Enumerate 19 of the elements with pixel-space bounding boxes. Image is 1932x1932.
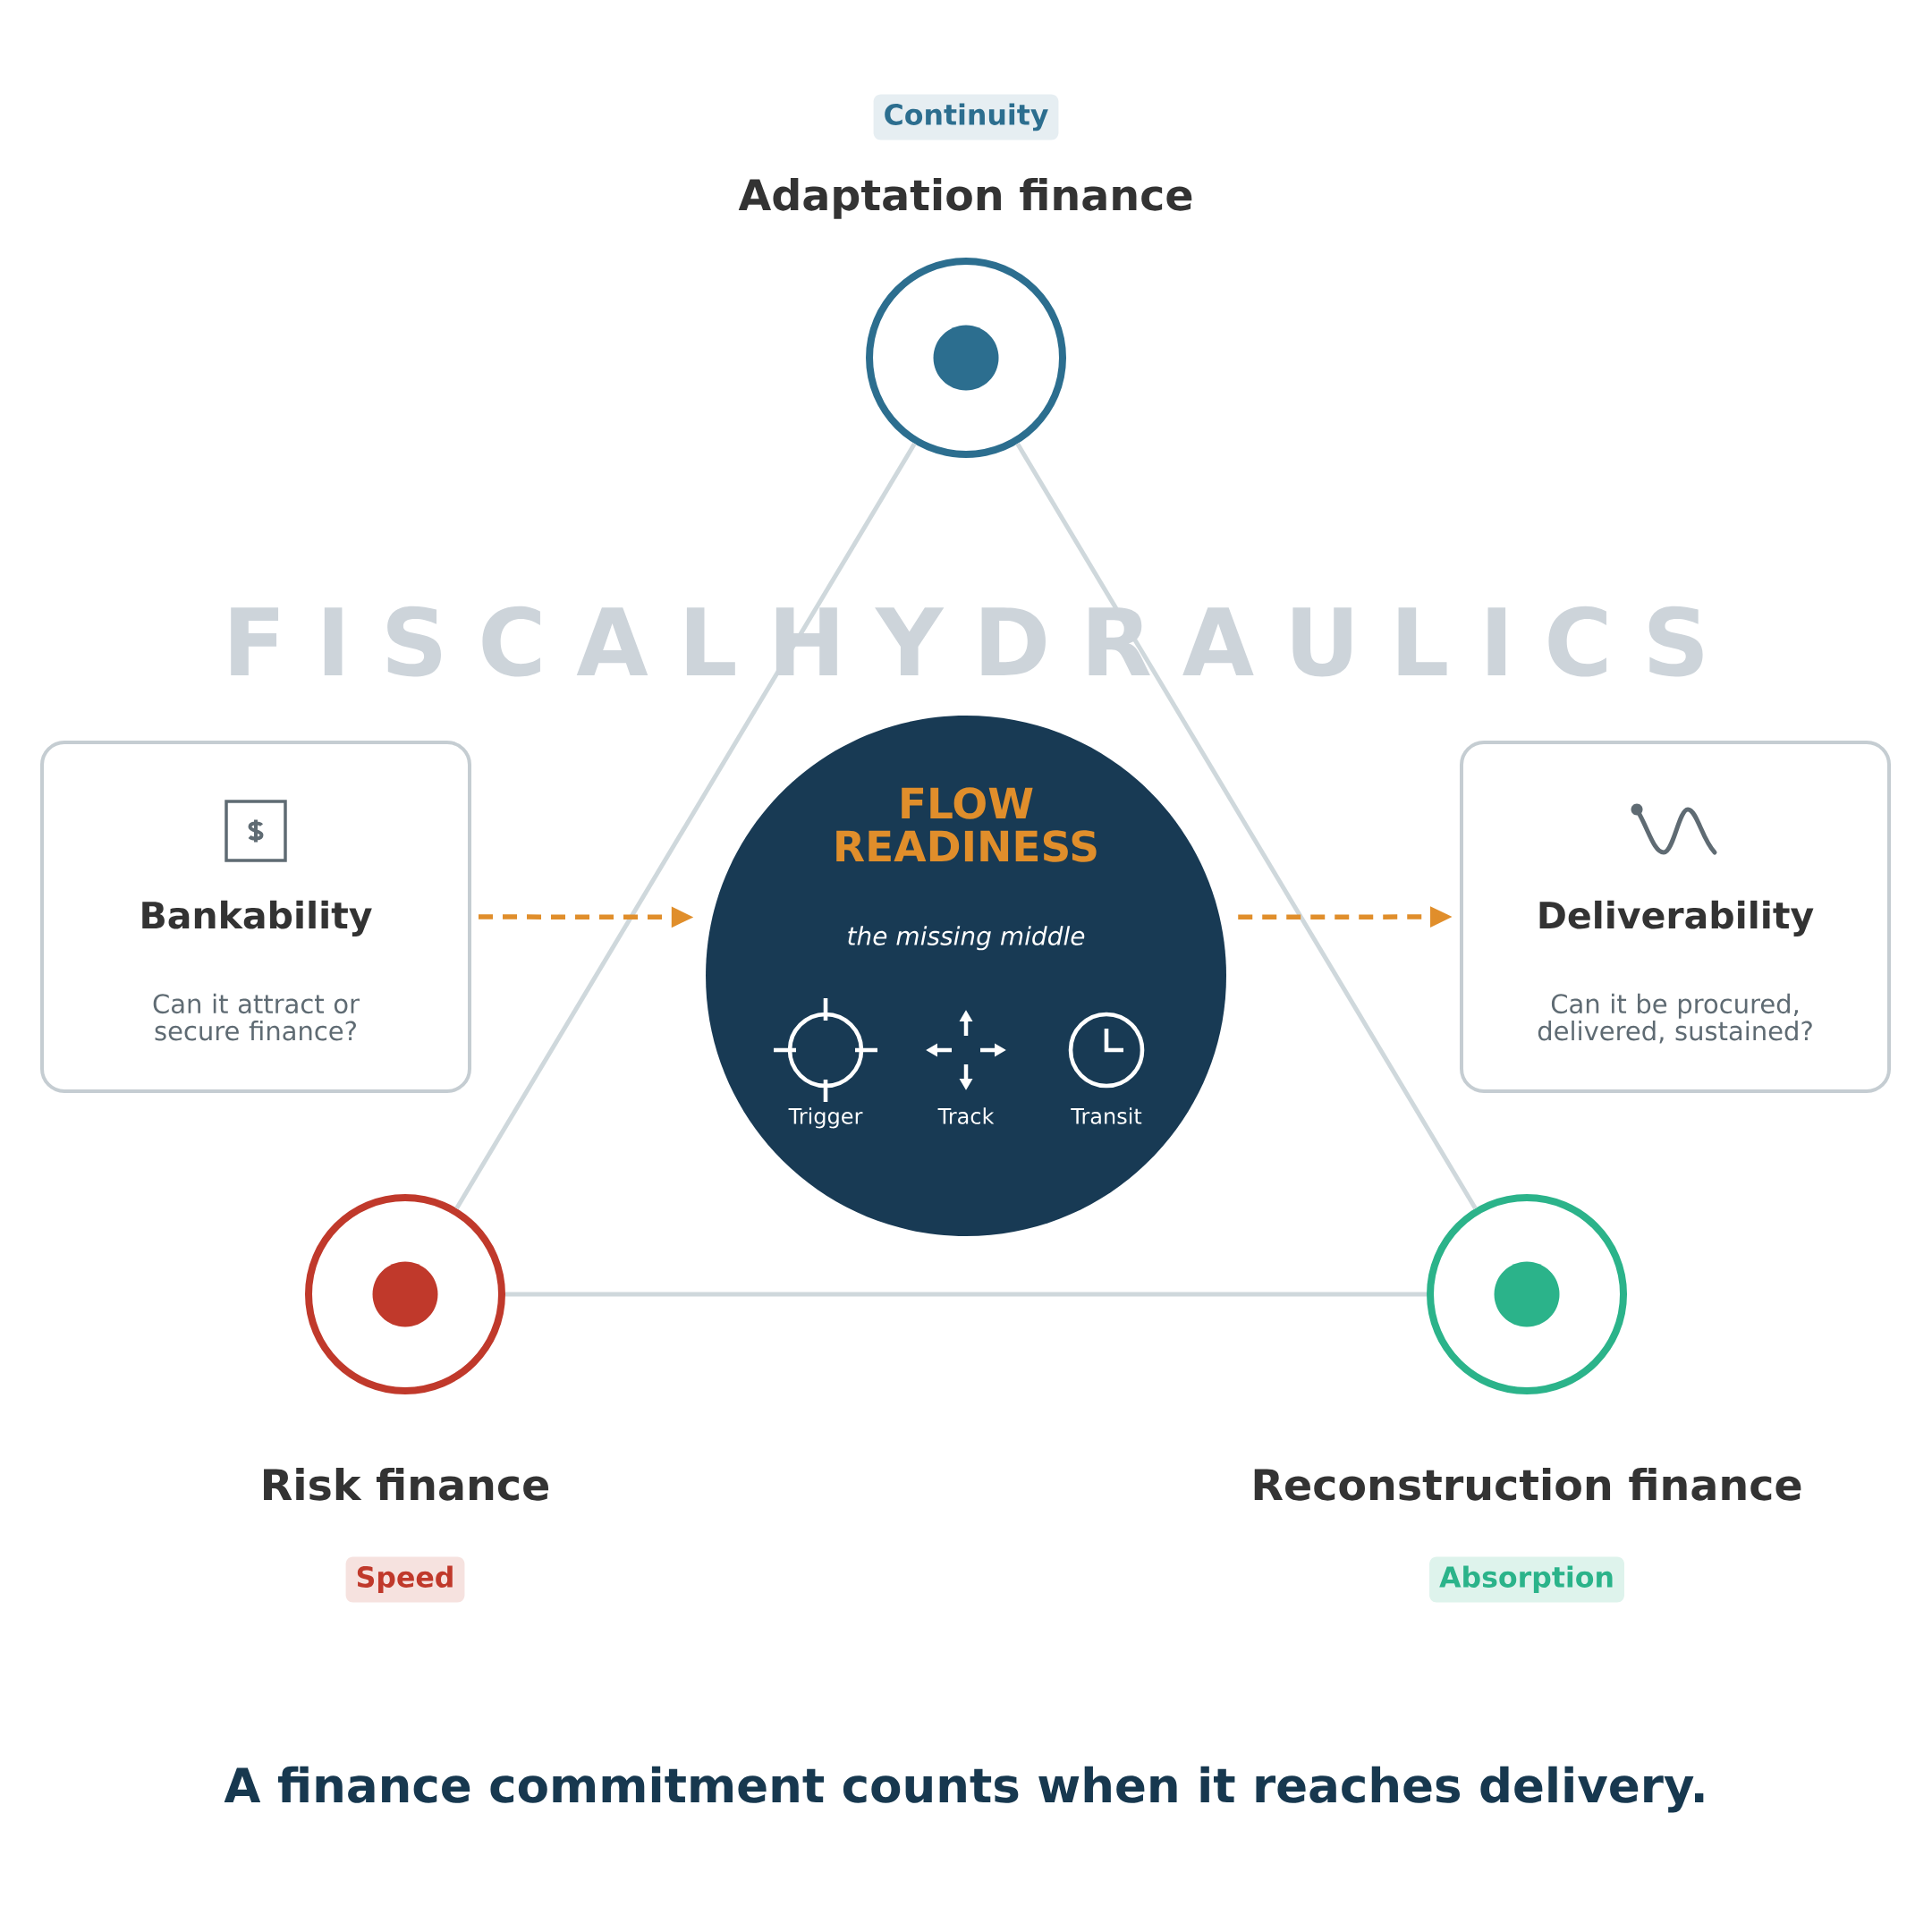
icon-caption: Transit <box>1071 1107 1142 1124</box>
node-heading: Reconstruction finance <box>1254 1467 1801 1501</box>
card-question: Can it be procured, delivered, sustained? <box>1538 993 1812 1044</box>
connector-line <box>454 442 917 1210</box>
node-heading: Risk finance <box>264 1467 549 1501</box>
card-title: Deliverability <box>1539 900 1814 936</box>
icon-caption: Track <box>937 1107 995 1124</box>
connector-line <box>1015 442 1478 1210</box>
caption-text: A finance commitment counts when it reaches delivery. <box>224 1766 1704 1813</box>
tag-badge: Continuity <box>873 94 1059 140</box>
connector-line <box>505 1292 1427 1297</box>
tag-badge: Absorption <box>1429 1556 1624 1603</box>
card-title: Bankability <box>142 900 372 936</box>
node-heading: Adaptation finance <box>738 177 1192 219</box>
card-question: Can it attract or secure finance? <box>153 993 360 1041</box>
tag-badge: Speed <box>345 1556 465 1603</box>
icon-caption: Trigger <box>788 1107 863 1129</box>
hub-subtitle: the missing middle <box>848 926 1085 951</box>
hub-title: FLOW READINESS <box>836 787 1097 862</box>
